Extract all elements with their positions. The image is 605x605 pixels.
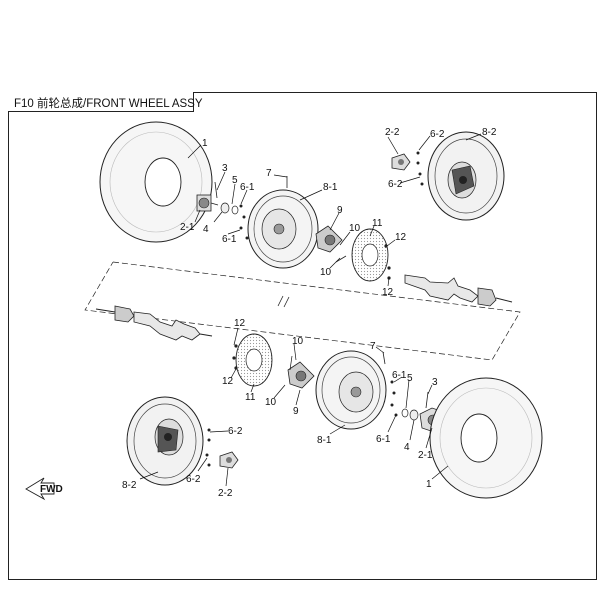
callout-6-2: 6-2 — [388, 179, 403, 190]
diagram-frame — [8, 92, 597, 580]
tire-front-right — [429, 377, 543, 499]
callout-6-1: 6-1 — [240, 182, 255, 193]
nut-2-2-bottom — [219, 451, 239, 469]
callout-9: 9 — [293, 406, 299, 417]
callout-8-1: 8-1 — [317, 435, 332, 446]
leader-lines — [139, 133, 482, 487]
callout-2-1: 2-1 — [418, 450, 433, 461]
callout-12: 12 — [395, 232, 407, 243]
nut-2-2-top — [391, 153, 411, 171]
nut-and-washer-bottom — [401, 391, 429, 421]
rim-8-2-top — [427, 131, 505, 221]
wheel-studs-top — [239, 176, 288, 240]
callout-3: 3 — [432, 377, 438, 388]
callout-9: 9 — [337, 205, 343, 216]
callout-10: 10 — [320, 267, 332, 278]
callout-7: 7 — [370, 341, 376, 352]
callout-11: 11 — [372, 218, 383, 229]
hub-9-top — [315, 225, 347, 263]
callout-8-2: 8-2 — [122, 480, 137, 491]
callout-10: 10 — [292, 336, 304, 347]
callout-6-2: 6-2 — [430, 129, 445, 140]
nut-and-washer-top — [214, 181, 239, 215]
callout-1: 1 — [426, 479, 432, 490]
callout-3: 3 — [222, 163, 228, 174]
hub-top — [196, 194, 219, 212]
studs-6-2-bottom — [205, 428, 211, 467]
callout-6-1: 6-1 — [376, 434, 391, 445]
callout-4: 4 — [203, 224, 209, 235]
callout-2-2: 2-2 — [218, 488, 233, 499]
drive-shaft-bottom — [95, 305, 213, 341]
callout-6-1: 6-1 — [392, 370, 407, 381]
rim-8-1-bottom — [315, 350, 387, 430]
callout-4: 4 — [404, 442, 410, 453]
drive-shaft-top — [404, 274, 513, 307]
brake-disc-top — [351, 228, 391, 282]
tire-front-left — [99, 121, 213, 243]
callout-10: 10 — [265, 397, 277, 408]
callout-2-1: 2-1 — [180, 222, 195, 233]
callout-12: 12 — [234, 318, 246, 329]
callout-10: 10 — [349, 223, 361, 234]
callout-5: 5 — [407, 373, 413, 384]
callout-7: 7 — [266, 168, 272, 179]
callout-6-1: 6-1 — [222, 234, 237, 245]
callout-12: 12 — [222, 376, 234, 387]
wheel-studs-bottom — [390, 380, 398, 417]
page-title: F10 前轮总成/FRONT WHEEL ASSY — [14, 98, 203, 110]
studs-6-2-top — [416, 151, 424, 186]
callout-labels: 1 3 5 7 6-1 8-1 2-1 4 6-1 9 10 11 12 10 … — [122, 127, 497, 499]
rim-8-2-bottom — [126, 396, 204, 486]
callout-6-2: 6-2 — [228, 426, 243, 437]
brake-disc-bottom — [232, 333, 273, 387]
rim-8-1-top — [247, 189, 319, 269]
callout-8-1: 8-1 — [323, 182, 338, 193]
title-box: F10 前轮总成/FRONT WHEEL ASSY — [8, 92, 203, 112]
callout-6-2: 6-2 — [186, 474, 201, 485]
callout-2-2: 2-2 — [385, 127, 400, 138]
callout-5: 5 — [232, 175, 238, 186]
callout-11: 11 — [245, 392, 256, 403]
callout-8-2: 8-2 — [482, 127, 497, 138]
hub-9-bottom — [287, 361, 315, 389]
callout-12: 12 — [382, 287, 394, 298]
axle-dashed-outline — [84, 261, 521, 361]
fwd-label: FWD — [40, 484, 63, 495]
fwd-arrow-icon: FWD — [25, 477, 63, 501]
callout-1: 1 — [202, 138, 208, 149]
